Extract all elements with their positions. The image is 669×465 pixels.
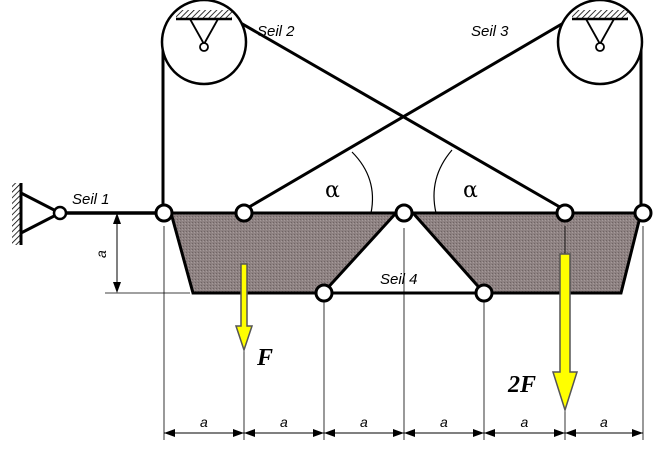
rope-1-label: Seil 1	[72, 191, 110, 208]
pulley-right	[556, 0, 644, 86]
height-dimension: a	[93, 213, 121, 293]
force-f-label: F	[256, 345, 273, 371]
plate-left	[169, 211, 400, 295]
joint	[234, 203, 254, 223]
dimension-arrowhead	[565, 429, 576, 437]
dimension-arrowhead	[244, 429, 255, 437]
joint	[154, 203, 174, 223]
dimension-arrowhead	[393, 429, 404, 437]
dimension-arrowhead	[554, 429, 565, 437]
joint	[314, 283, 334, 303]
force-arrow-2f	[551, 253, 579, 413]
dimension-label: a	[280, 414, 288, 430]
dimension-arrowhead	[632, 429, 643, 437]
alpha-left-label: α	[325, 178, 340, 203]
force-arrow-f	[234, 263, 254, 353]
dimension-arrowhead	[233, 429, 244, 437]
rope-3-label: Seil 3	[471, 23, 509, 40]
rope-4-label: Seil 4	[380, 271, 418, 288]
dimension-label: a	[521, 414, 529, 430]
dimension-arrowhead	[313, 429, 324, 437]
dimension-arrowhead	[404, 429, 415, 437]
dimension-label: a	[200, 414, 208, 430]
pulley-left	[160, 0, 248, 86]
dimension-arrowhead	[164, 429, 175, 437]
plate-right	[409, 211, 643, 295]
dimension-label: a	[600, 414, 608, 430]
angle-arc-right	[433, 149, 453, 214]
wall-support	[12, 183, 68, 245]
angle-arc-left	[351, 151, 374, 214]
dimension-label: a	[360, 414, 368, 430]
joints	[154, 203, 653, 303]
joint	[394, 203, 414, 223]
alpha-right-label: α	[463, 178, 478, 203]
rope-2-diagonal	[231, 16, 566, 212]
height-a-label: a	[93, 250, 109, 258]
joint	[555, 203, 575, 223]
dimension-arrowhead	[473, 429, 484, 437]
joint	[474, 283, 494, 303]
dimension-arrowhead	[484, 429, 495, 437]
dimension-arrowhead	[324, 429, 335, 437]
force-2f-label: 2F	[507, 372, 536, 398]
rope-3-diagonal	[243, 16, 573, 212]
dimension-label: a	[440, 414, 448, 430]
joint	[633, 203, 653, 223]
rope-2-label: Seil 2	[257, 23, 295, 40]
